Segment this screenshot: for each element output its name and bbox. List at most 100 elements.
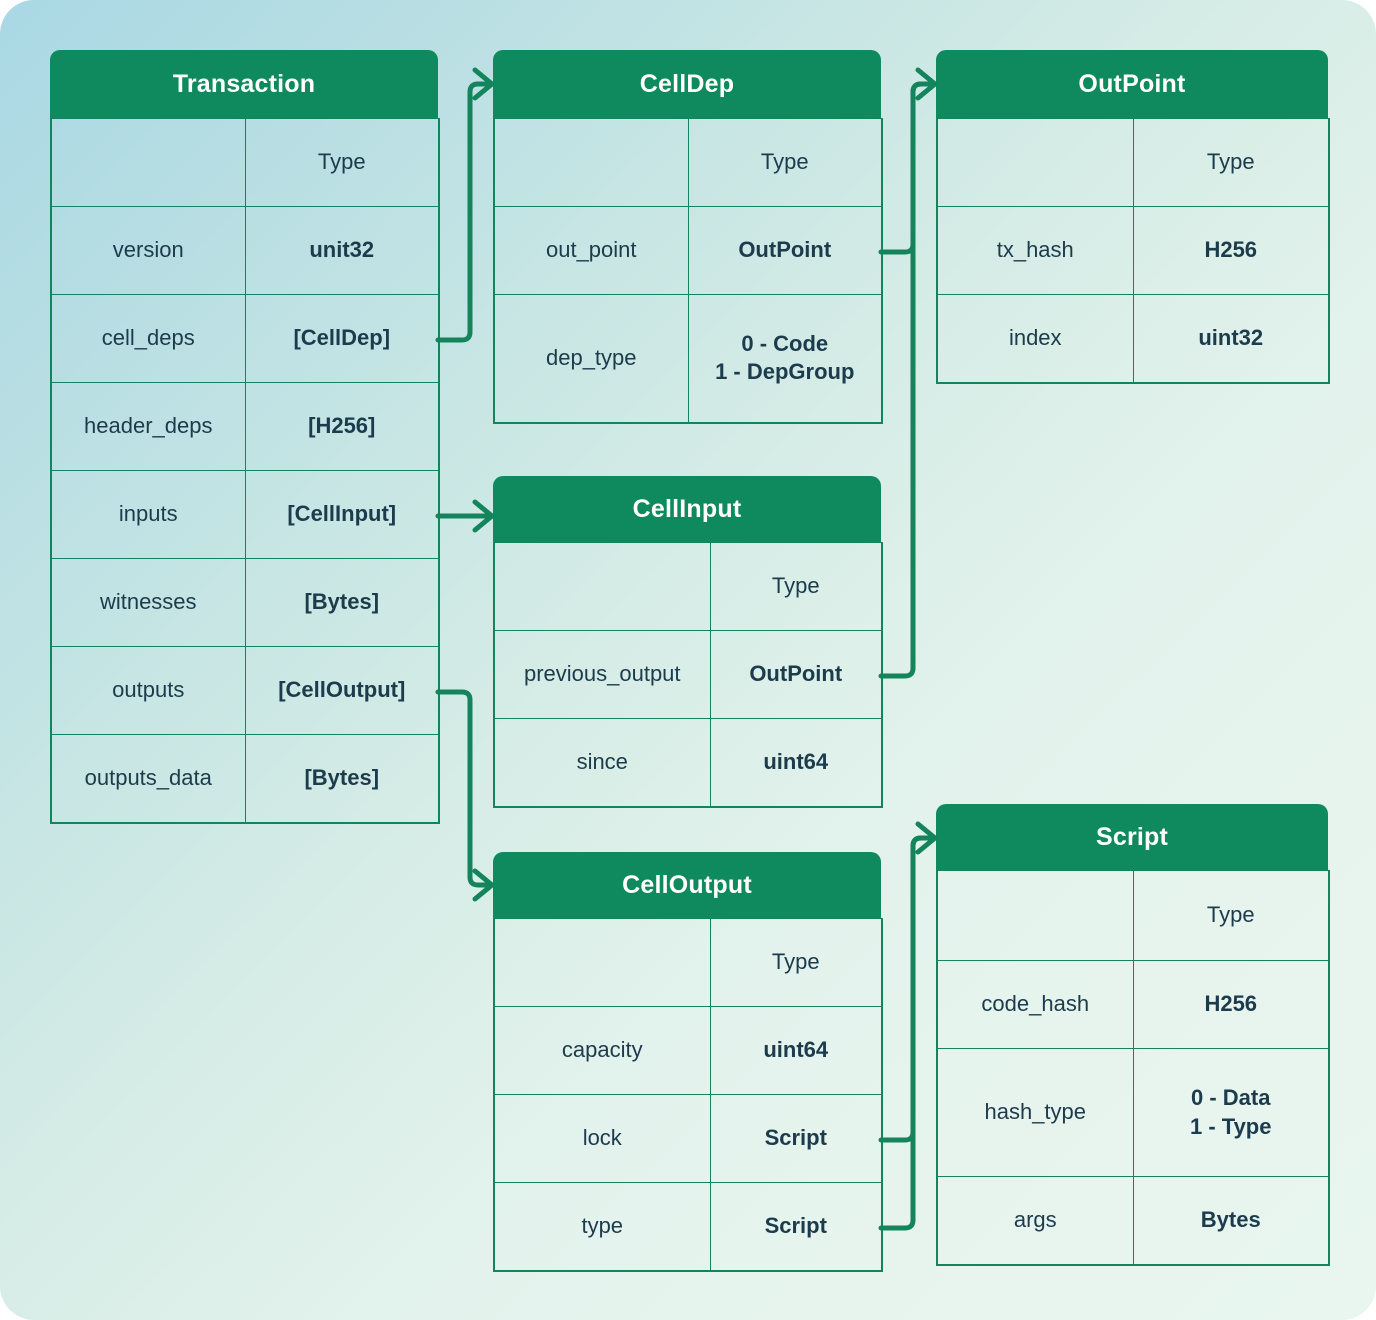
row-name: out_point: [493, 206, 689, 295]
row-type-line1: 0 - Data: [1191, 1084, 1271, 1110]
row-type: [CellDep]: [244, 294, 440, 383]
row-type: [CellInput]: [244, 470, 440, 559]
row-name: outputs: [50, 646, 246, 735]
row-name: witnesses: [50, 558, 246, 647]
row-type: [CellOutput]: [244, 646, 440, 735]
entity-transaction: Transaction Type version unit32 cell_dep…: [50, 50, 440, 824]
entity-rows-celldep: Type out_point OutPoint dep_type 0 - Cod…: [493, 118, 883, 424]
row-type: uint64: [709, 1006, 883, 1095]
table-row: version unit32: [50, 206, 440, 295]
connector-outputs-to-celloutput: [435, 689, 495, 902]
row-type: Script: [709, 1182, 883, 1271]
row-type: [Bytes]: [244, 558, 440, 647]
entity-rows-script: Type code_hash H256 hash_type 0 - Data 1…: [936, 870, 1330, 1266]
row-name: index: [936, 294, 1134, 383]
connector-script-from-lock: [878, 821, 938, 1143]
chevron-right-icon: [472, 868, 495, 902]
table-row: Type: [493, 918, 883, 1007]
table-row: index uint32: [936, 294, 1330, 383]
entity-rows-outpoint: Type tx_hash H256 index uint32: [936, 118, 1330, 384]
connector-line: [878, 835, 938, 1231]
table-row: cell_deps [CellDep]: [50, 294, 440, 383]
row-type: 0 - Code 1 - DepGroup: [687, 294, 883, 423]
table-row: out_point OutPoint: [493, 206, 883, 295]
row-name: hash_type: [936, 1048, 1134, 1177]
table-row: header_deps [H256]: [50, 382, 440, 471]
row-name: previous_output: [493, 630, 711, 719]
row-type: uint32: [1132, 294, 1330, 383]
row-name: cell_deps: [50, 294, 246, 383]
row-type-line1: 0 - Code: [741, 330, 829, 356]
row-type-header: Type: [244, 118, 440, 207]
row-name: [936, 118, 1134, 207]
row-name: type: [493, 1182, 711, 1271]
table-row: previous_output OutPoint: [493, 630, 883, 719]
row-type: 0 - Data 1 - Type: [1132, 1048, 1330, 1177]
entity-cellinput: CellInput Type previous_output OutPoint …: [493, 476, 883, 808]
row-type: unit32: [244, 206, 440, 295]
entity-title-script: Script: [936, 804, 1328, 870]
table-row: outputs [CellOutput]: [50, 646, 440, 735]
table-row: Type: [50, 118, 440, 207]
entity-rows-celloutput: Type capacity uint64 lock Script type Sc…: [493, 918, 883, 1272]
table-row: inputs [CellInput]: [50, 470, 440, 559]
connector-line: [435, 689, 495, 888]
entity-title-celloutput: CellOutput: [493, 852, 881, 918]
entity-celloutput: CellOutput Type capacity uint64 lock Scr…: [493, 852, 883, 1272]
row-name: inputs: [50, 470, 246, 559]
entity-celldep: CellDep Type out_point OutPoint dep_type…: [493, 50, 883, 424]
connector-celldeps-to-celldep: [435, 67, 495, 343]
row-name: version: [50, 206, 246, 295]
entity-title-transaction: Transaction: [50, 50, 438, 118]
row-type: H256: [1132, 960, 1330, 1049]
table-row: code_hash H256: [936, 960, 1330, 1049]
table-row: capacity uint64: [493, 1006, 883, 1095]
connector-line: [435, 81, 495, 343]
chevron-right-icon: [915, 821, 938, 855]
entity-script: Script Type code_hash H256 hash_type 0 -…: [936, 804, 1330, 1266]
entity-rows-transaction: Type version unit32 cell_deps [CellDep] …: [50, 118, 440, 824]
row-type: OutPoint: [687, 206, 883, 295]
row-name: [493, 918, 711, 1007]
table-row: Type: [936, 118, 1330, 207]
connector-outpoint-from-cellinput: [878, 81, 938, 679]
connector-inputs-to-cellinput: [435, 499, 495, 533]
row-name: header_deps: [50, 382, 246, 471]
table-row: since uint64: [493, 718, 883, 807]
row-type-header: Type: [1132, 118, 1330, 207]
connector-outpoint-from-celldep: [878, 67, 938, 255]
entity-title-cellinput: CellInput: [493, 476, 881, 542]
row-name: code_hash: [936, 960, 1134, 1049]
entity-title-outpoint: OutPoint: [936, 50, 1328, 118]
row-type-line2: 1 - Type: [1189, 1113, 1272, 1139]
row-type-header: Type: [1132, 870, 1330, 961]
row-type: [H256]: [244, 382, 440, 471]
row-type-line2: 1 - DepGroup: [715, 359, 855, 385]
chevron-right-icon: [915, 67, 938, 101]
connector-line: [878, 81, 938, 679]
table-row: lock Script: [493, 1094, 883, 1183]
row-type-header: Type: [687, 118, 883, 207]
entity-title-celldep: CellDep: [493, 50, 881, 118]
table-row: Type: [493, 542, 883, 631]
row-name: capacity: [493, 1006, 711, 1095]
row-type: [Bytes]: [244, 734, 440, 823]
table-row: hash_type 0 - Data 1 - Type: [936, 1048, 1330, 1177]
table-row: Type: [493, 118, 883, 207]
row-name: [936, 870, 1134, 961]
table-row: witnesses [Bytes]: [50, 558, 440, 647]
connector-script-from-type: [878, 835, 938, 1231]
entity-outpoint: OutPoint Type tx_hash H256 index uint32: [936, 50, 1330, 384]
connector-line: [878, 81, 938, 255]
row-type: uint64: [709, 718, 883, 807]
row-name: since: [493, 718, 711, 807]
row-name: tx_hash: [936, 206, 1134, 295]
table-row: Type: [936, 870, 1330, 961]
table-row: tx_hash H256: [936, 206, 1330, 295]
row-name: args: [936, 1176, 1134, 1265]
connector-line: [878, 835, 938, 1143]
entity-rows-cellinput: Type previous_output OutPoint since uint…: [493, 542, 883, 808]
table-row: outputs_data [Bytes]: [50, 734, 440, 823]
